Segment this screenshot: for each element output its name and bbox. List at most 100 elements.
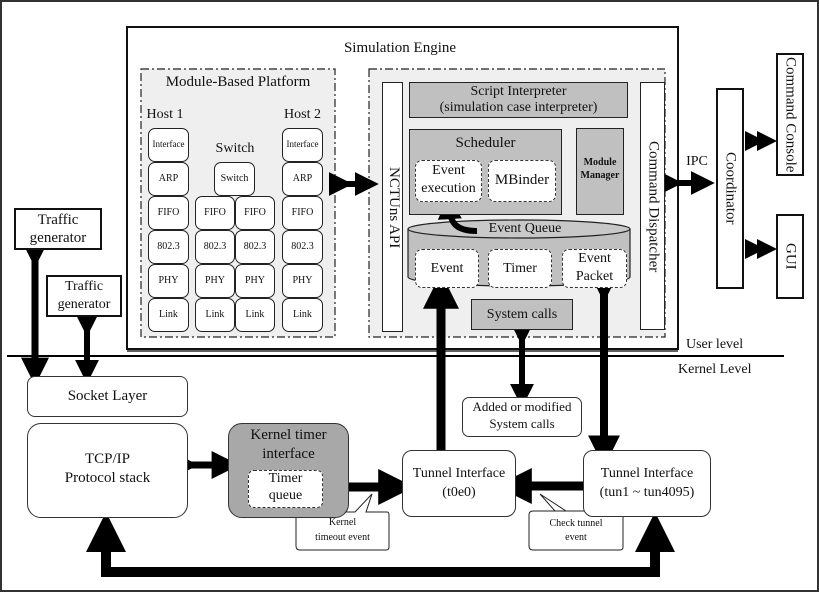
traffic-generator-1-line2: generator [29,230,87,246]
mbinder-box: MBinder [488,160,556,202]
command-console-label: Command Console [782,56,799,173]
tunnel-t0e0-line1: Tunnel Interface [412,466,506,481]
tcpip-line2: Protocol stack [64,470,151,486]
switch-right-module[interactable]: FIFO [235,196,275,230]
traffic-generator-2-line2: generator [57,297,111,312]
switch-right-module-label: Link [245,309,265,320]
host1-module-label: Link [159,309,178,320]
switch-right-module[interactable]: 802.3 [235,230,275,264]
host2-module-label: ARP [292,173,313,184]
added-syscalls-line2: System calls [489,416,555,431]
host2-module[interactable]: ARP [282,162,323,196]
host2-module[interactable]: Link [282,298,323,332]
switch-right-module-label: FIFO [244,207,266,218]
host2-module-label: FIFO [291,207,314,218]
switch-left-module[interactable]: 802.3 [195,230,235,264]
timer-queue-line2: queue [268,488,303,503]
tunnel-t0e0-line2: (t0e0) [442,485,476,500]
switch-left-module[interactable]: Link [195,298,235,332]
switch-left-module[interactable]: FIFO [195,196,235,230]
host1-module[interactable]: ARP [148,162,189,196]
switch-right-module-label: 802.3 [243,241,267,252]
ipc-label: IPC [686,154,708,169]
module-platform-title: Module-Based Platform [165,74,311,90]
host1-module[interactable]: Link [148,298,189,332]
host1-module[interactable]: 802.3 [148,230,189,264]
scheduler-box: Scheduler Event execution MBinder [409,129,562,215]
switch-left-module-label: PHY [204,275,225,286]
nctuns-api-bar: NCTUns API [382,82,403,332]
tunnel-t0e0-box: Tunnel Interface (t0e0) [402,450,516,517]
host1-module-label: ARP [158,173,179,184]
gui-box[interactable]: GUI [776,214,804,299]
switch-module[interactable]: Switch [214,162,255,196]
gui-label: GUI [782,243,799,270]
host2-module[interactable]: FIFO [282,196,323,230]
timer-queue-line1: Timer [268,471,303,486]
socket-layer-box: Socket Layer [27,376,188,417]
kernel-timer-line1: Kernel timer [250,427,327,443]
module-manager-line2: Manager [580,170,620,181]
module-manager-box: Module Manager [576,128,624,215]
traffic-generator-2-line1: Traffic [64,279,104,294]
host1-module[interactable]: FIFO [148,196,189,230]
command-dispatcher-label: Command Dispatcher [645,141,662,273]
host1-module-label: PHY [158,275,179,286]
coordinator-box[interactable]: Coordinator [716,88,744,289]
system-calls-box: System calls [471,299,573,330]
host2-module-label: 802.3 [291,241,314,252]
script-interpreter-line2: (simulation case interpreter) [439,100,598,115]
event-packet-slot: Event Packet [562,249,627,288]
simulation-engine-title: Simulation Engine [343,40,457,56]
host2-module-label: PHY [292,275,313,286]
event-slot-label: Event [430,261,464,276]
socket-layer-label: Socket Layer [67,388,148,404]
tcpip-stack-box: TCP/IP Protocol stack [27,423,188,518]
command-console-box[interactable]: Command Console [776,53,804,176]
system-calls-label: System calls [486,307,558,322]
nctuns-api-label: NCTUns API [386,167,403,249]
host2-module[interactable]: 802.3 [282,230,323,264]
event-packet-line2: Packet [575,269,614,284]
host1-module-label: Interface [152,139,185,149]
switch-right-module[interactable]: Link [235,298,275,332]
event-execution-line1: Event [432,163,465,178]
tcpip-line1: TCP/IP [84,451,130,467]
traffic-generator-2[interactable]: Traffic generator [46,275,122,317]
switch-right-module-label: PHY [244,275,265,286]
host1-module[interactable]: PHY [148,264,189,298]
event-packet-line1: Event [578,251,611,266]
event-execution-box: Event execution [415,160,482,202]
module-manager-line1: Module [583,157,617,168]
kernel-timeout-callout-line1: Kernel [328,517,357,528]
event-execution-line2: execution [421,181,476,196]
kernel-level-label: Kernel Level [678,362,752,377]
script-interpreter-line1: Script Interpreter [470,84,567,99]
timer-slot: Timer [488,249,552,288]
host2-module[interactable]: Interface [282,128,323,162]
host2-module[interactable]: PHY [282,264,323,298]
coordinator-label: Coordinator [722,152,739,225]
check-tunnel-callout-line2: event [565,532,587,543]
command-dispatcher-bar: Command Dispatcher [640,82,665,330]
switch-right-module[interactable]: PHY [235,264,275,298]
event-queue-title: Event Queue [488,221,562,236]
host1-module-label: 802.3 [157,241,180,252]
switch-left-module[interactable]: PHY [195,264,235,298]
host2-module-label: Link [293,309,312,320]
tunnel-tun-box: Tunnel Interface (tun1 ~ tun4095) [583,450,711,517]
added-syscalls-line1: Added or modified [472,399,572,414]
kernel-timer-line2: interface [262,446,315,462]
switch-left-module-label: FIFO [204,207,226,218]
host2-module-label: Interface [286,139,319,149]
scheduler-title: Scheduler [455,135,516,151]
switch-left-module-label: Link [205,309,225,320]
host1-label: Host 1 [146,107,184,122]
host1-module[interactable]: Interface [148,128,189,162]
user-level-label: User level [686,337,744,352]
added-syscalls-box: Added or modified System calls [462,397,582,437]
traffic-generator-1[interactable]: Traffic generator [14,208,102,250]
timer-queue-box: Timer queue [248,470,323,508]
mbinder-label: MBinder [494,172,550,188]
arrow-bottom-loop [106,512,675,577]
